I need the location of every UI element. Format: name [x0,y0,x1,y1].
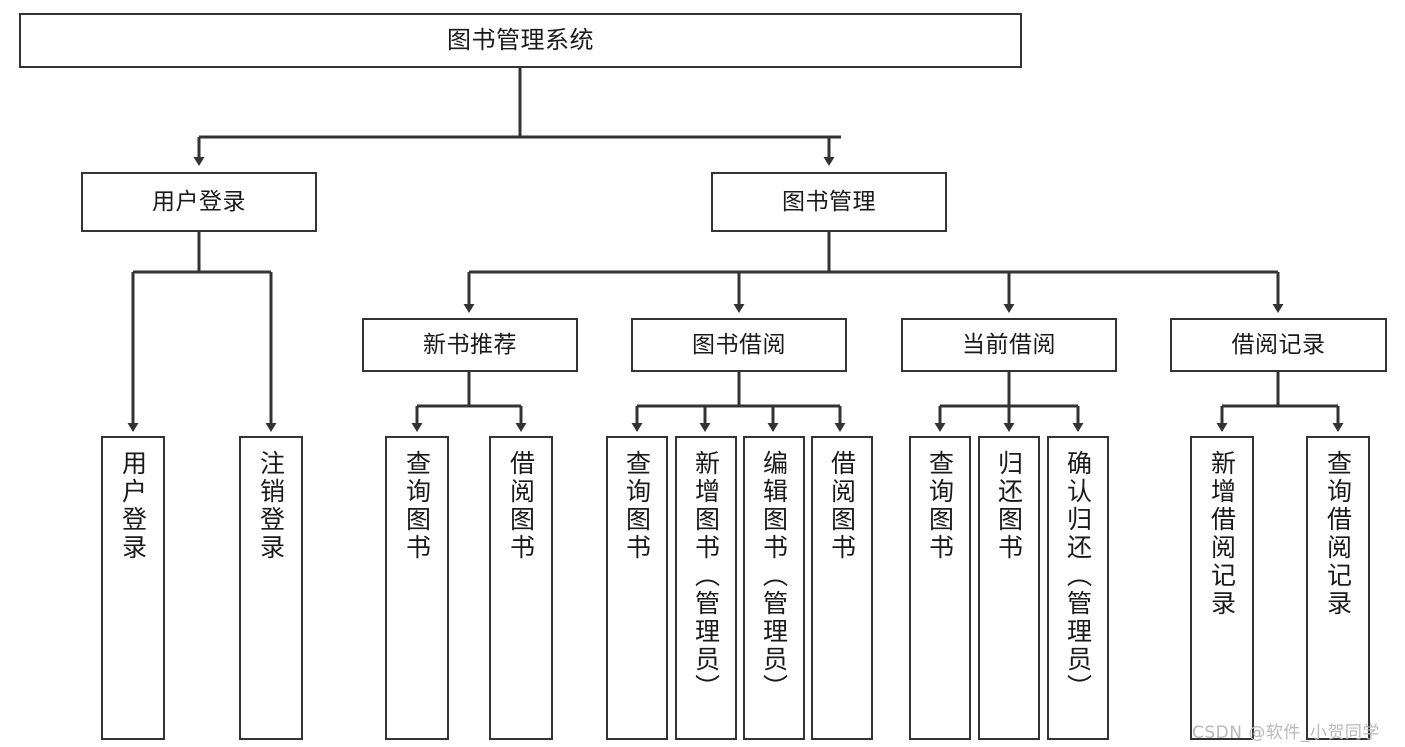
node-label: 借阅记录 [1231,331,1326,358]
node-label: 新增图书（管理员） [691,450,721,702]
leaf-edit-book-admin[interactable]: 编辑图书（管理员） [743,436,805,740]
leaf-add-book-admin[interactable]: 新增图书（管理员） [675,436,737,740]
leaf-query-book-borrow[interactable]: 查询图书 [606,436,668,740]
leaf-add-borrow-record[interactable]: 新增借阅记录 [1190,436,1254,740]
node-label: 借阅图书 [506,450,536,562]
node-label: 图书管理系统 [447,25,594,54]
node-label: 图书借阅 [692,331,786,358]
leaf-return-book[interactable]: 归还图书 [978,436,1040,740]
node-new-book-recommendation[interactable]: 新书推荐 [362,318,578,372]
node-label: 查询图书 [925,450,955,562]
leaf-confirm-return-admin[interactable]: 确认归还（管理员） [1047,436,1109,740]
node-label: 确认归还（管理员） [1063,450,1093,702]
node-current-borrow[interactable]: 当前借阅 [901,318,1117,372]
leaf-borrow-book-borrow[interactable]: 借阅图书 [811,436,873,740]
node-label: 图书管理 [782,188,876,215]
leaf-query-book-current[interactable]: 查询图书 [909,436,971,740]
node-root-system[interactable]: 图书管理系统 [19,13,1022,68]
node-label: 借阅图书 [827,450,857,562]
leaf-logout[interactable]: 注销登录 [239,436,303,740]
node-label: 归还图书 [994,450,1024,562]
node-book-manage[interactable]: 图书管理 [711,172,947,232]
node-label: 查询图书 [622,450,652,562]
node-book-borrow[interactable]: 图书借阅 [631,318,847,372]
leaf-query-book-recommendation[interactable]: 查询图书 [385,436,449,740]
csdn-watermark: CSDN @软件_小贺同学 [1192,723,1380,743]
leaf-user-login[interactable]: 用户登录 [101,436,165,740]
leaf-borrow-book-recommendation[interactable]: 借阅图书 [489,436,553,740]
node-label: 查询借阅记录 [1323,450,1353,618]
node-label: 查询图书 [402,450,432,562]
node-label: 编辑图书（管理员） [759,450,789,702]
node-label: 新书推荐 [423,331,517,358]
node-label: 用户登录 [118,450,148,562]
node-borrow-record[interactable]: 借阅记录 [1170,318,1387,372]
node-label: 新增借阅记录 [1207,450,1237,618]
node-label: 注销登录 [256,450,286,562]
node-label: 当前借阅 [962,331,1056,358]
node-user-login[interactable]: 用户登录 [81,172,317,232]
leaf-query-borrow-record[interactable]: 查询借阅记录 [1306,436,1370,740]
node-label: 用户登录 [152,188,246,215]
